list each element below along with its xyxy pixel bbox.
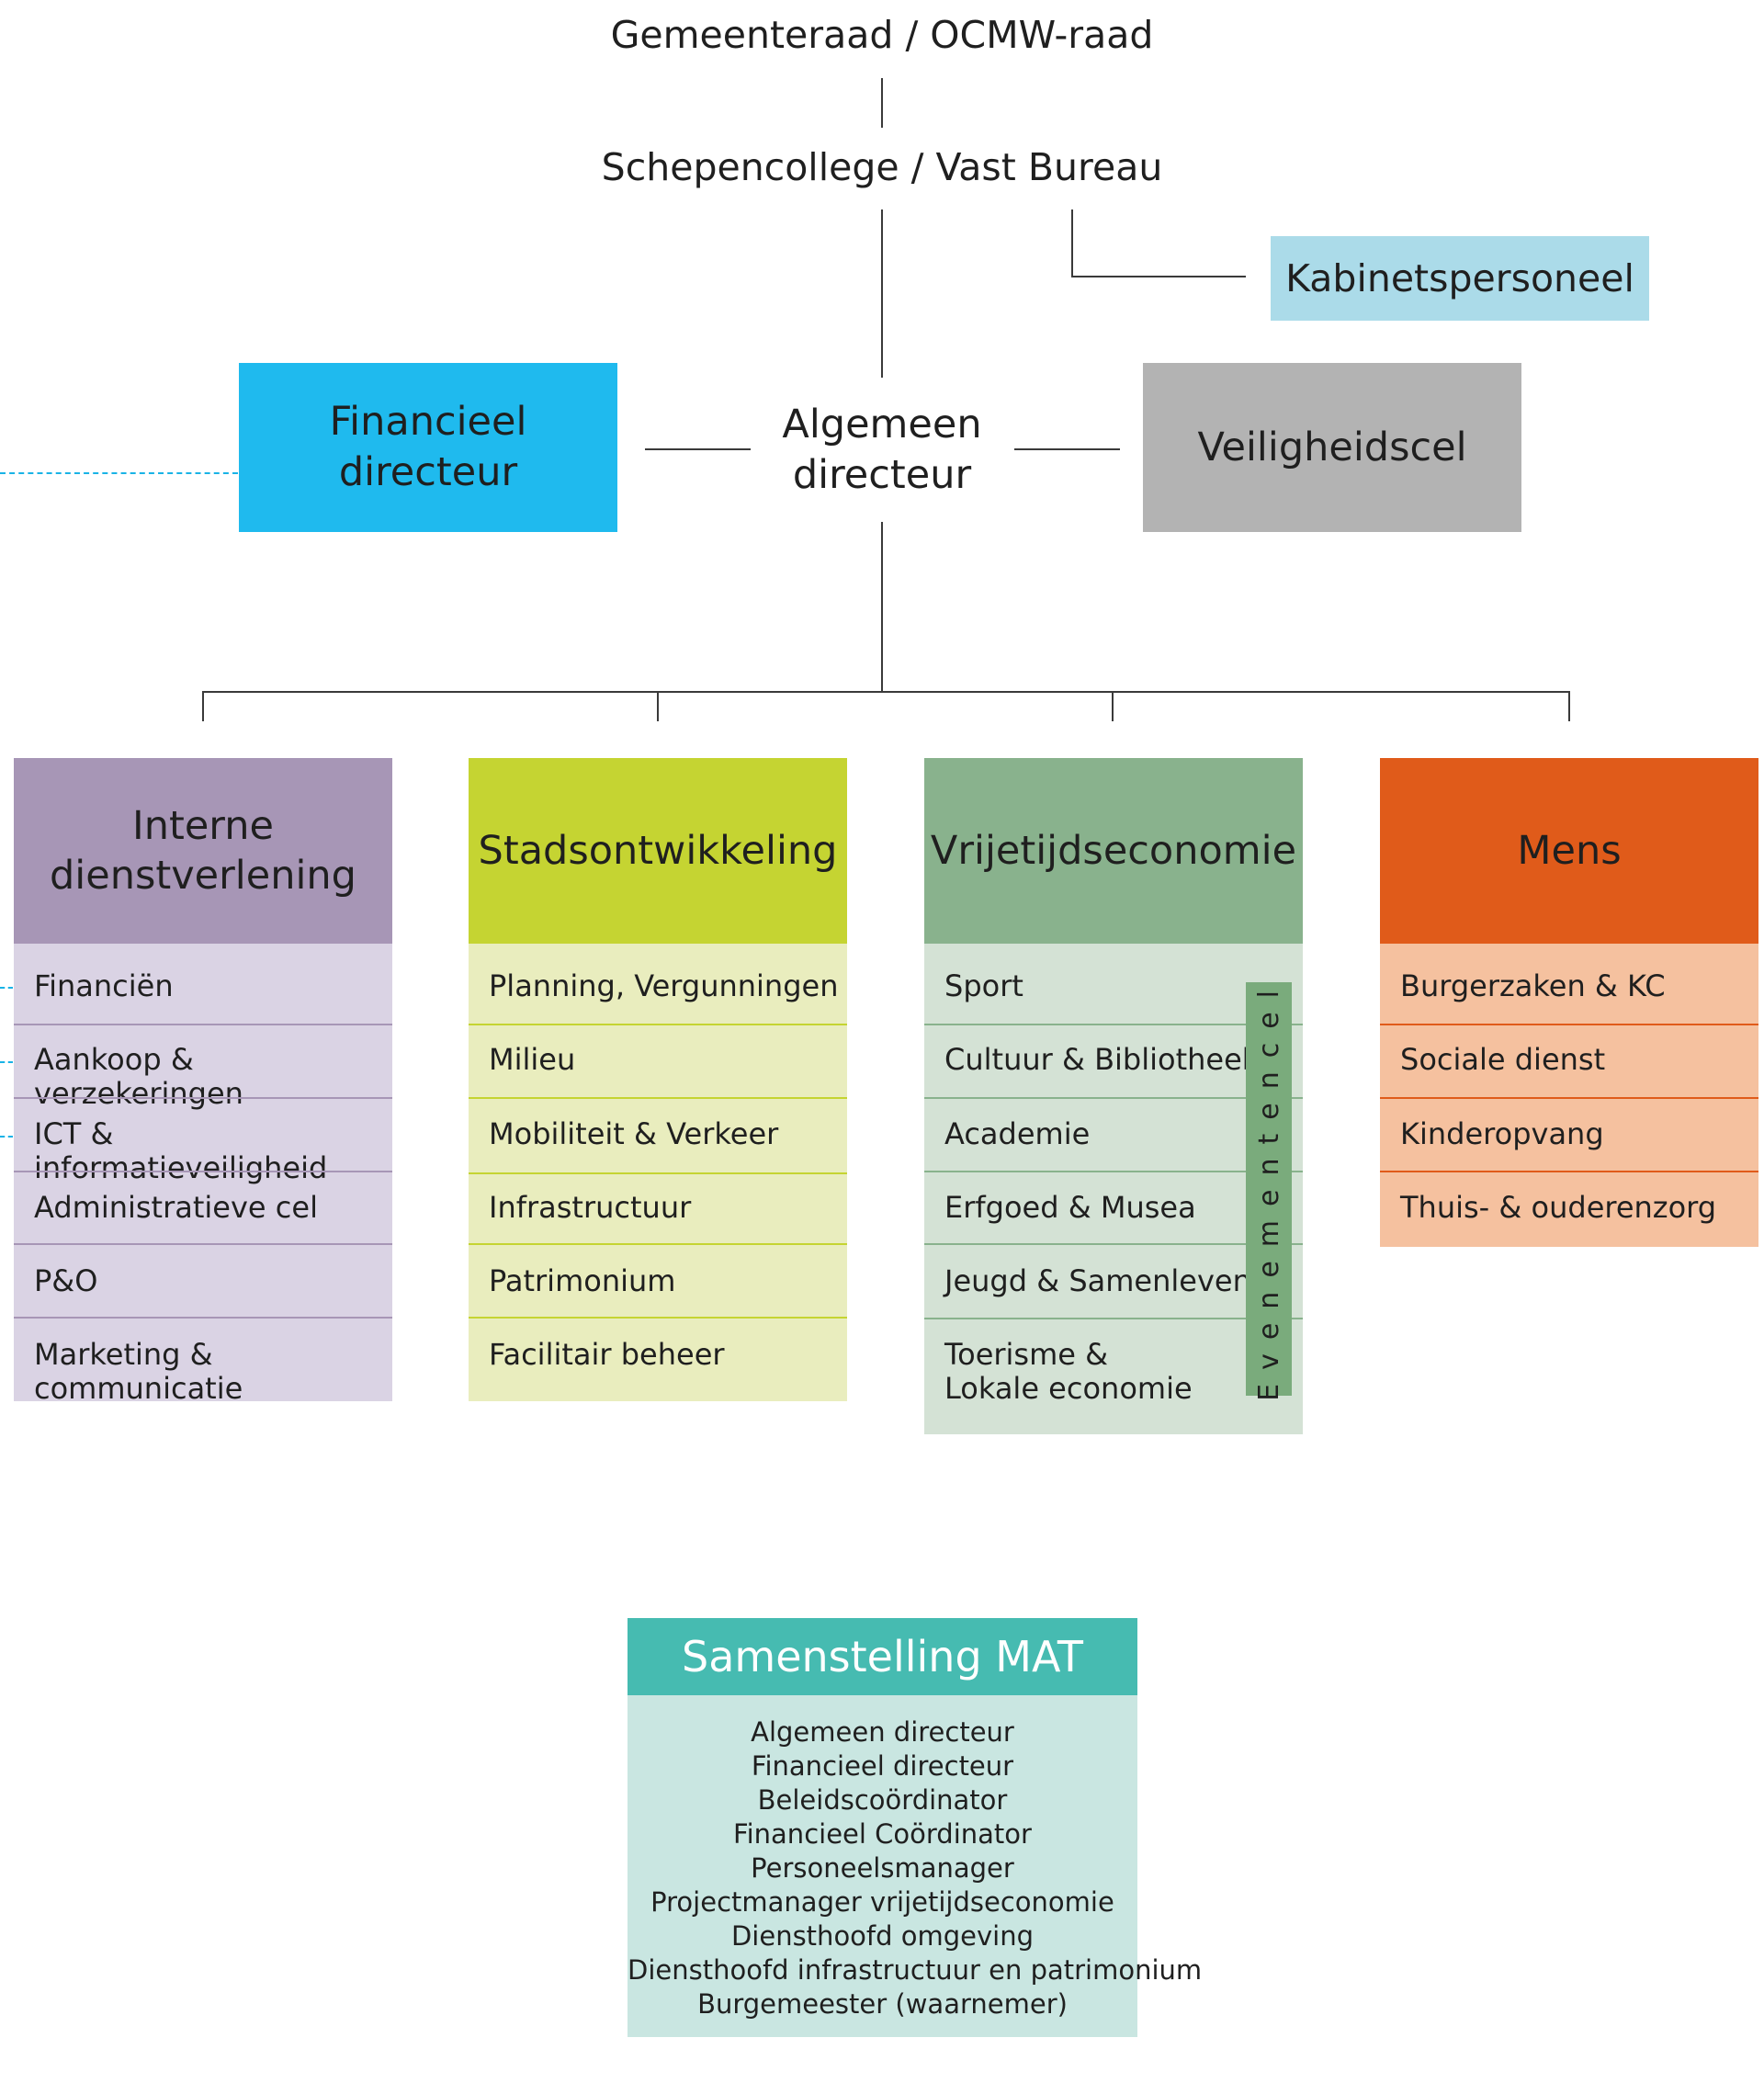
security-label: Veiligheidscel: [1197, 424, 1467, 470]
drop-interne: [202, 691, 204, 721]
list-item: P&O: [34, 1263, 98, 1298]
list-item: Sport: [944, 968, 1023, 1003]
general-director-node: Algemeen directeur: [753, 386, 1011, 515]
list-item: Erfgoed & Musea: [944, 1190, 1196, 1225]
list-item: Toerisme & Lokale economie: [944, 1337, 1193, 1406]
dept-interne-header: Interne dienstverlening: [14, 758, 392, 944]
drop-mens: [1568, 691, 1570, 721]
list-item: Burgerzaken & KC: [1400, 968, 1666, 1003]
list-item: Jeugd & Samenleven: [944, 1263, 1251, 1298]
mat-member: Financieel directeur: [751, 1750, 1014, 1782]
divider: [14, 1097, 392, 1099]
dept-stads-list: Planning, Vergunningen Milieu Mobiliteit…: [469, 944, 847, 1401]
divider: [924, 1097, 1303, 1099]
mat-member: Financieel Coördinator: [733, 1818, 1032, 1850]
mat-title: Samenstelling MAT: [682, 1632, 1083, 1681]
list-item: Facilitair beheer: [489, 1337, 725, 1372]
departments-bus: [202, 691, 1570, 693]
general-director-label: Algemeen directeur: [782, 402, 982, 498]
mat-header: Samenstelling MAT: [628, 1618, 1137, 1695]
list-item: Kinderopvang: [1400, 1116, 1604, 1151]
list-item: Academie: [944, 1116, 1091, 1151]
list-item: Aankoop & verzekeringen: [34, 1042, 243, 1111]
divider: [469, 1172, 847, 1174]
evenementencel-strip: Evenementencel: [1246, 977, 1292, 1401]
list-item: Mobiliteit & Verkeer: [489, 1116, 779, 1151]
evenementencel-label: Evenementencel: [1252, 977, 1285, 1401]
financial-director-label: Financieel directeur: [329, 399, 527, 495]
financial-director-dashed-link: [0, 472, 238, 474]
cabinet-connector-vertical: [1071, 209, 1073, 277]
divider: [14, 1317, 392, 1319]
mat-member: Personeelsmanager: [751, 1852, 1014, 1884]
mat-member: Diensthoofd infrastructuur en patrimoniu…: [628, 1954, 1203, 1986]
drop-stads: [657, 691, 659, 721]
dept-stads-header: Stadsontwikkeling: [469, 758, 847, 944]
security-connector: [1014, 448, 1120, 450]
divider: [14, 1024, 392, 1025]
mat-member: Burgemeester (waarnemer): [697, 1988, 1068, 2020]
dept-vrije-list: Sport Cultuur & Bibliotheek Academie Erf…: [924, 944, 1303, 1434]
council-label: Gemeenteraad / OCMW-raad: [610, 13, 1154, 57]
cabinet-connector-horizontal: [1071, 276, 1246, 277]
list-item: Financiën: [34, 968, 174, 1003]
list-item: Marketing & communicatie: [34, 1337, 243, 1406]
divider: [469, 1097, 847, 1099]
list-item: Sociale dienst: [1400, 1042, 1606, 1077]
financial-director-connector: [645, 448, 751, 450]
divider: [924, 1318, 1303, 1319]
dept-mens-header: Mens: [1380, 758, 1758, 944]
dashed-link-ict: [0, 1136, 13, 1138]
list-item: Patrimonium: [489, 1263, 676, 1298]
council-college-connector: [881, 78, 883, 128]
cabinet-label: Kabinetspersoneel: [1285, 255, 1634, 300]
divider: [469, 1317, 847, 1319]
divider: [1380, 1097, 1758, 1099]
divider: [469, 1024, 847, 1025]
divider: [14, 1243, 392, 1245]
list-item: Thuis- & ouderenzorg: [1400, 1190, 1717, 1225]
list-item: Administratieve cel: [34, 1190, 318, 1225]
cabinet-box: Kabinetspersoneel: [1271, 236, 1649, 321]
mat-members-list: Algemeen directeur Financieel directeur …: [628, 1695, 1203, 2037]
divider: [469, 1243, 847, 1245]
divider: [1380, 1171, 1758, 1172]
dept-mens-list: Burgerzaken & KC Sociale dienst Kinderop…: [1380, 944, 1758, 1247]
divider: [924, 1171, 1303, 1172]
divider: [924, 1024, 1303, 1025]
divider: [14, 1171, 392, 1172]
mat-member: Beleidscoördinator: [757, 1784, 1008, 1816]
list-item: Infrastructuur: [489, 1190, 692, 1225]
college-label: Schepencollege / Vast Bureau: [601, 145, 1163, 189]
mat-member: Diensthoofd omgeving: [730, 1920, 1035, 1952]
college-director-connector: [881, 209, 883, 378]
list-item: Cultuur & Bibliotheek: [944, 1042, 1260, 1077]
dept-vrije-header: Vrijetijdseconomie: [924, 758, 1303, 944]
divider: [1380, 1024, 1758, 1025]
director-departments-connector: [881, 522, 883, 693]
mat-member: Algemeen directeur: [751, 1716, 1014, 1748]
drop-vrije: [1112, 691, 1114, 721]
dept-interne-list: Financiën Aankoop & verzekeringen ICT & …: [14, 944, 392, 1406]
divider: [924, 1243, 1303, 1245]
financial-director-box: Financieel directeur: [239, 363, 617, 532]
list-item: Planning, Vergunningen: [489, 968, 839, 1003]
security-box: Veiligheidscel: [1143, 363, 1521, 532]
dashed-link-finance: [0, 987, 13, 989]
list-item: ICT & informatieveiligheid: [34, 1116, 328, 1185]
mat-member: Projectmanager vrijetijdseconomie: [650, 1886, 1114, 1918]
dashed-link-purchase: [0, 1061, 13, 1063]
list-item: Milieu: [489, 1042, 576, 1077]
